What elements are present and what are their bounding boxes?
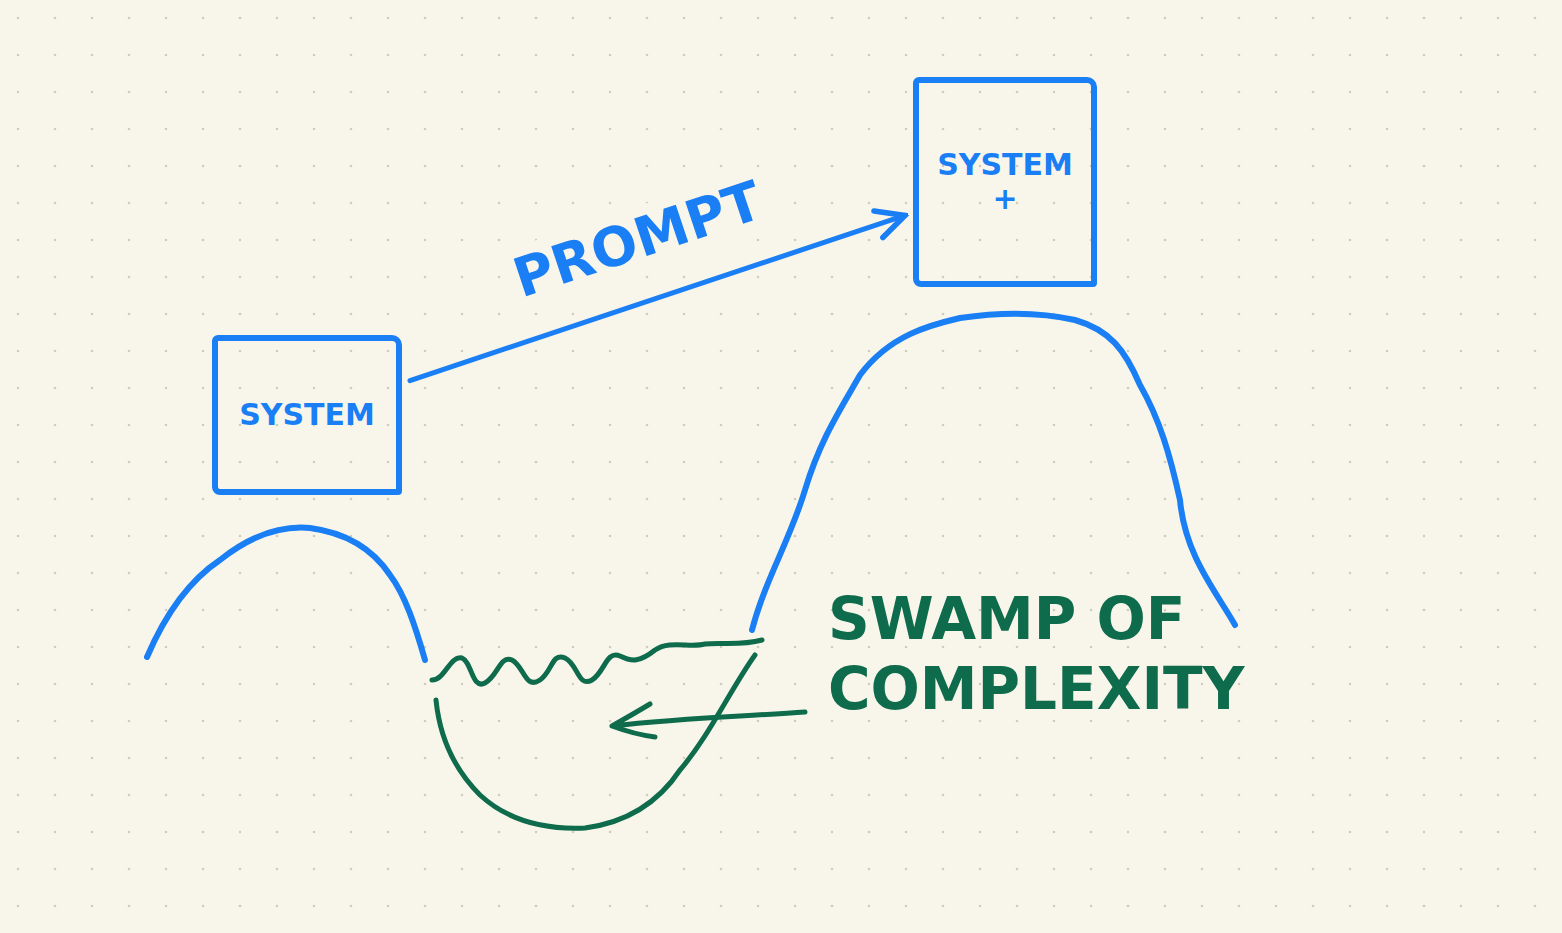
box-label: SYSTEM + [935,148,1075,217]
leader-arrow [612,704,805,737]
right-hill [752,314,1235,630]
box-label: SYSTEM [239,398,375,433]
swamp-surface [432,640,762,684]
swamp-basin [436,655,755,828]
left-hill [147,528,425,660]
system-box: SYSTEM + [913,77,1097,287]
swamp-label: SWAMP OF COMPLEXITY [828,585,1428,724]
system-box: SYSTEM [212,335,402,495]
